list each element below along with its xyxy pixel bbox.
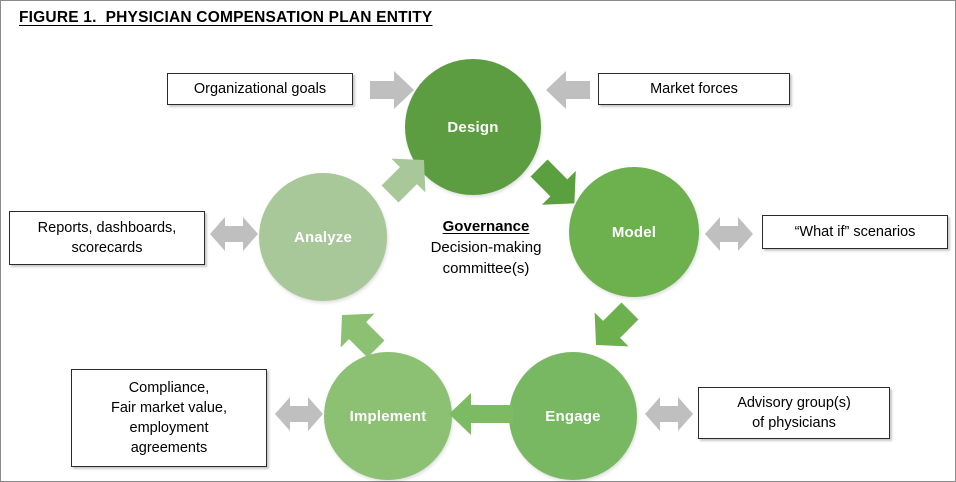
cycle-node-design[interactable]: Design	[405, 59, 541, 195]
callout-organizational-goals-label: Organizational goals	[193, 81, 327, 97]
cycle-node-implement[interactable]: Implement	[324, 352, 452, 480]
cycle-node-analyze[interactable]: Analyze	[259, 173, 387, 301]
arrow-double-headed-icon	[643, 393, 695, 435]
cycle-node-engage[interactable]: Engage	[509, 352, 637, 480]
arrow-double-headed-icon	[273, 393, 325, 435]
cycle-node-implement-label: Implement	[349, 407, 427, 425]
callout-market-forces-label: Market forces	[650, 81, 738, 97]
governance-block: Governance Decision-making committee(s)	[396, 216, 576, 279]
callout-market-forces[interactable]: Market forces	[598, 73, 790, 105]
arrow-double-headed-icon	[703, 213, 755, 255]
callout-advisory-label: Advisory group(s) of physicians	[737, 395, 851, 431]
callout-what-if-label: “What if” scenarios	[794, 224, 916, 240]
cycle-node-engage-label: Engage	[545, 407, 601, 425]
callout-advisory-group-of-physicians[interactable]: Advisory group(s) of physicians	[698, 387, 890, 439]
governance-heading: Governance	[442, 218, 530, 235]
arrow-double-headed-icon	[208, 213, 260, 255]
cycle-arrow-engage-to-implement-icon	[445, 389, 517, 439]
cycle-arrow-design-to-model-icon	[520, 153, 592, 217]
cycle-arrow-implement-to-analyze-icon	[325, 301, 393, 363]
callout-compliance-fmv-employment[interactable]: Compliance, Fair market value, employmen…	[71, 369, 267, 467]
callout-compliance-label: Compliance, Fair market value, employmen…	[110, 380, 228, 456]
cycle-node-design-label: Design	[447, 118, 499, 136]
governance-line-2: committee(s)	[442, 260, 530, 277]
callout-organizational-goals[interactable]: Organizational goals	[167, 73, 353, 105]
callout-reports-dashboards-scorecards[interactable]: Reports, dashboards, scorecards	[9, 211, 205, 265]
arrow-right-icon	[370, 69, 416, 111]
cycle-arrow-analyze-to-design-icon	[373, 147, 441, 207]
cycle-arrow-model-to-engage-icon	[579, 297, 647, 359]
cycle-node-model-label: Model	[611, 223, 657, 241]
governance-line-1: Decision-making	[430, 239, 542, 256]
callout-what-if-scenarios[interactable]: “What if” scenarios	[762, 215, 948, 249]
cycle-node-analyze-label: Analyze	[293, 228, 353, 246]
cycle-node-model[interactable]: Model	[569, 167, 699, 297]
arrow-left-icon	[544, 69, 590, 111]
callout-reports-label: Reports, dashboards, scorecards	[37, 220, 177, 256]
figure-title: FIGURE 1. PHYSICIAN COMPENSATION PLAN EN…	[19, 9, 433, 26]
